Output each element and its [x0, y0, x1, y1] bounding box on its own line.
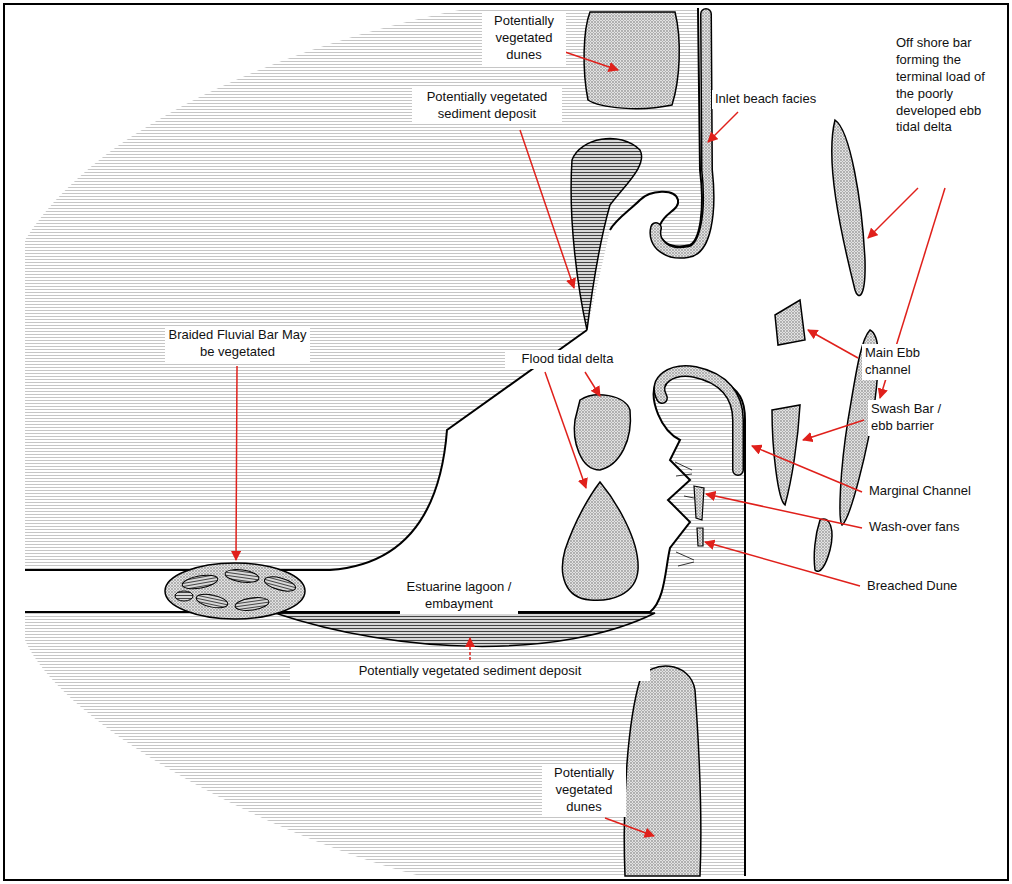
callout-label: Off shore bar forming the terminal load …	[893, 34, 1005, 137]
sediment-deposit	[275, 613, 655, 646]
leader-arrow	[469, 638, 471, 660]
callout-label: Wash-over fans	[866, 518, 1001, 537]
beach-band	[659, 371, 738, 470]
callout-label: Estuarine lagoon / embayment	[400, 578, 518, 614]
callout-label: Potentially vegetated sediment deposit	[290, 662, 650, 681]
washover-strokes	[675, 462, 694, 566]
callout-label: Flood tidal delta	[505, 350, 630, 369]
callout-label: Braided Fluvial Bar May be vegetated	[165, 326, 310, 362]
bar-islands	[175, 568, 297, 613]
beach-band-outline	[659, 371, 738, 470]
sediment-deposit	[571, 139, 642, 330]
callout-label: Potentially vegetated dunes	[542, 764, 626, 817]
flood-delta	[562, 482, 638, 600]
frame	[4, 4, 1008, 880]
callout-label: Swash Bar / ebb barrier	[868, 400, 963, 436]
flood-delta	[574, 395, 630, 470]
callout-label: Breached Dune	[864, 577, 999, 596]
shoreline	[25, 373, 745, 876]
dune	[584, 12, 679, 109]
callout-label: Potentially vegetated dunes	[482, 12, 566, 65]
braided-bar	[165, 563, 305, 619]
callout-label: Potentially vegetated sediment deposit	[412, 88, 562, 124]
leader-arrows	[236, 52, 945, 836]
dune	[624, 666, 701, 876]
shoreline	[25, 330, 587, 570]
callout-label: Inlet beach facies	[712, 90, 842, 109]
land-south	[25, 373, 745, 876]
washover-fans	[694, 486, 704, 546]
callout-label: Marginal Channel	[866, 482, 1001, 501]
callout-label: Main Ebb channel	[862, 344, 962, 380]
